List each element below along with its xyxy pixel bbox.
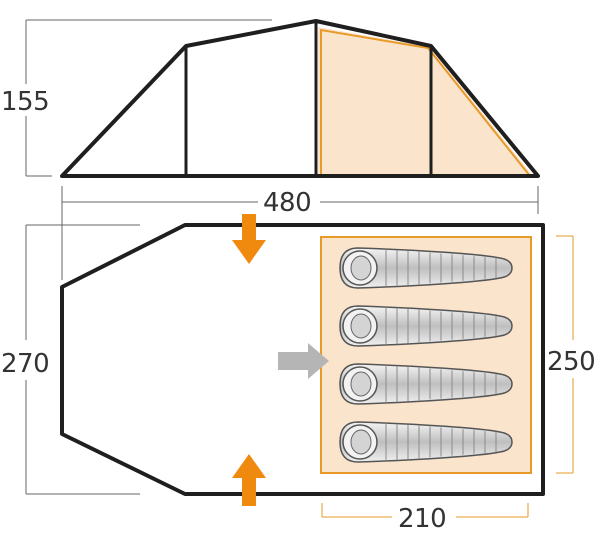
width-dimension [25, 224, 140, 495]
sleeping-bag-icon [339, 421, 513, 463]
length-label: 480 [263, 188, 311, 218]
height-dimension [25, 19, 272, 177]
inner-width-label: 250 [547, 347, 595, 377]
arrow-down-icon [232, 214, 266, 264]
tent-side-outline [60, 19, 540, 178]
sleeping-bag-icon [339, 247, 513, 289]
tent-footprint-outline [60, 223, 545, 496]
sleeping-bag-icon [339, 363, 513, 405]
height-label: 155 [1, 87, 49, 117]
width-label: 270 [1, 349, 49, 379]
side-elevation-view [60, 19, 540, 178]
arrow-up-icon [232, 454, 266, 506]
inner-width-dimension [556, 235, 574, 474]
length-dimension [61, 186, 539, 280]
sleeping-bags [339, 247, 513, 463]
inner-length-label: 210 [398, 504, 446, 534]
sleeping-bag-icon [339, 305, 513, 347]
inner-length-dimension [321, 503, 529, 518]
arrow-right-icon [278, 343, 329, 379]
inner-tent-side-section [318, 27, 532, 175]
inner-tent-side-edge [320, 28, 531, 177]
